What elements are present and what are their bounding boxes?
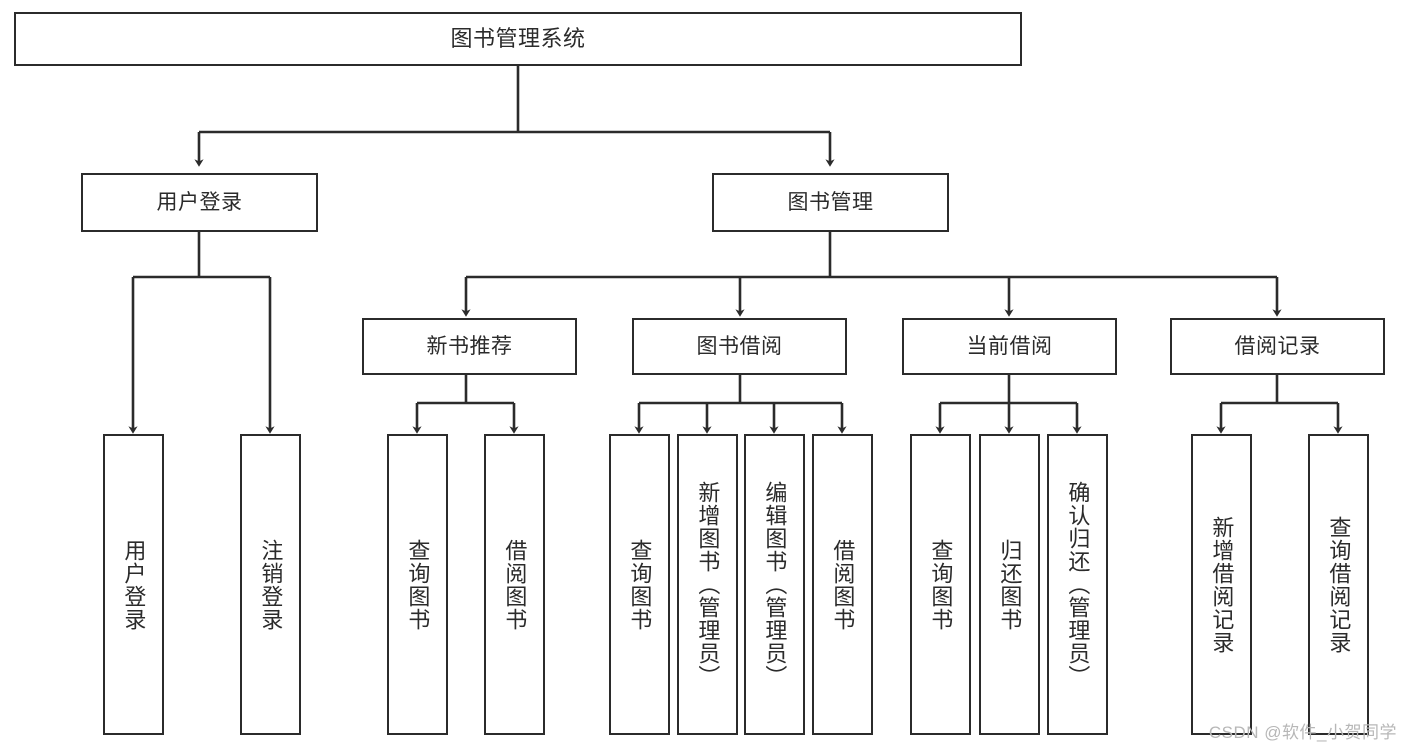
- node-label: 确认归还（管理员）: [1065, 481, 1091, 688]
- node-current-borrowing[interactable]: 当前借阅: [902, 318, 1117, 375]
- leaf-confirm-return-admin[interactable]: 确认归还（管理员）: [1047, 434, 1108, 735]
- leaf-user-login[interactable]: 用户登录: [103, 434, 164, 735]
- leaf-query-book-current[interactable]: 查询图书: [910, 434, 971, 735]
- node-label: 查询图书: [928, 538, 954, 631]
- node-new-book-recommendation[interactable]: 新书推荐: [362, 318, 577, 375]
- node-label: 新书推荐: [426, 334, 513, 358]
- leaf-query-book-new-rec[interactable]: 查询图书: [387, 434, 448, 735]
- node-book-borrowing[interactable]: 图书借阅: [632, 318, 847, 375]
- node-label: 新增图书（管理员）: [695, 481, 721, 688]
- leaf-query-borrow-record[interactable]: 查询借阅记录: [1308, 434, 1369, 735]
- node-book-management[interactable]: 图书管理: [712, 173, 949, 232]
- node-user-login[interactable]: 用户登录: [81, 173, 318, 232]
- node-borrowing-record[interactable]: 借阅记录: [1170, 318, 1385, 375]
- leaf-query-book-borrow[interactable]: 查询图书: [609, 434, 670, 735]
- node-label: 用户登录: [121, 538, 147, 631]
- node-label: 借阅记录: [1234, 334, 1321, 358]
- leaf-logout[interactable]: 注销登录: [240, 434, 301, 735]
- leaf-borrow-book-new-rec[interactable]: 借阅图书: [484, 434, 545, 735]
- leaf-edit-book-admin[interactable]: 编辑图书（管理员）: [744, 434, 805, 735]
- node-label: 用户登录: [156, 190, 243, 214]
- leaf-add-book-admin[interactable]: 新增图书（管理员）: [677, 434, 738, 735]
- node-label: 图书管理系统: [450, 25, 586, 51]
- node-label: 注销登录: [258, 538, 284, 631]
- node-label: 借阅图书: [830, 538, 856, 631]
- leaf-borrow-book[interactable]: 借阅图书: [812, 434, 873, 735]
- node-label: 查询图书: [627, 538, 653, 631]
- node-root-book-management-system[interactable]: 图书管理系统: [14, 12, 1022, 66]
- node-label: 查询借阅记录: [1326, 515, 1352, 654]
- leaf-return-book[interactable]: 归还图书: [979, 434, 1040, 735]
- node-label: 新增借阅记录: [1209, 515, 1235, 654]
- node-label: 借阅图书: [502, 538, 528, 631]
- node-label: 图书管理: [787, 190, 874, 214]
- node-label: 当前借阅: [966, 334, 1053, 358]
- node-label: 查询图书: [405, 538, 431, 631]
- node-label: 归还图书: [997, 538, 1023, 631]
- node-label: 编辑图书（管理员）: [762, 481, 788, 688]
- node-label: 图书借阅: [696, 334, 783, 358]
- csdn-watermark: CSDN @软件_小贺同学: [1208, 723, 1397, 742]
- leaf-add-borrow-record[interactable]: 新增借阅记录: [1191, 434, 1252, 735]
